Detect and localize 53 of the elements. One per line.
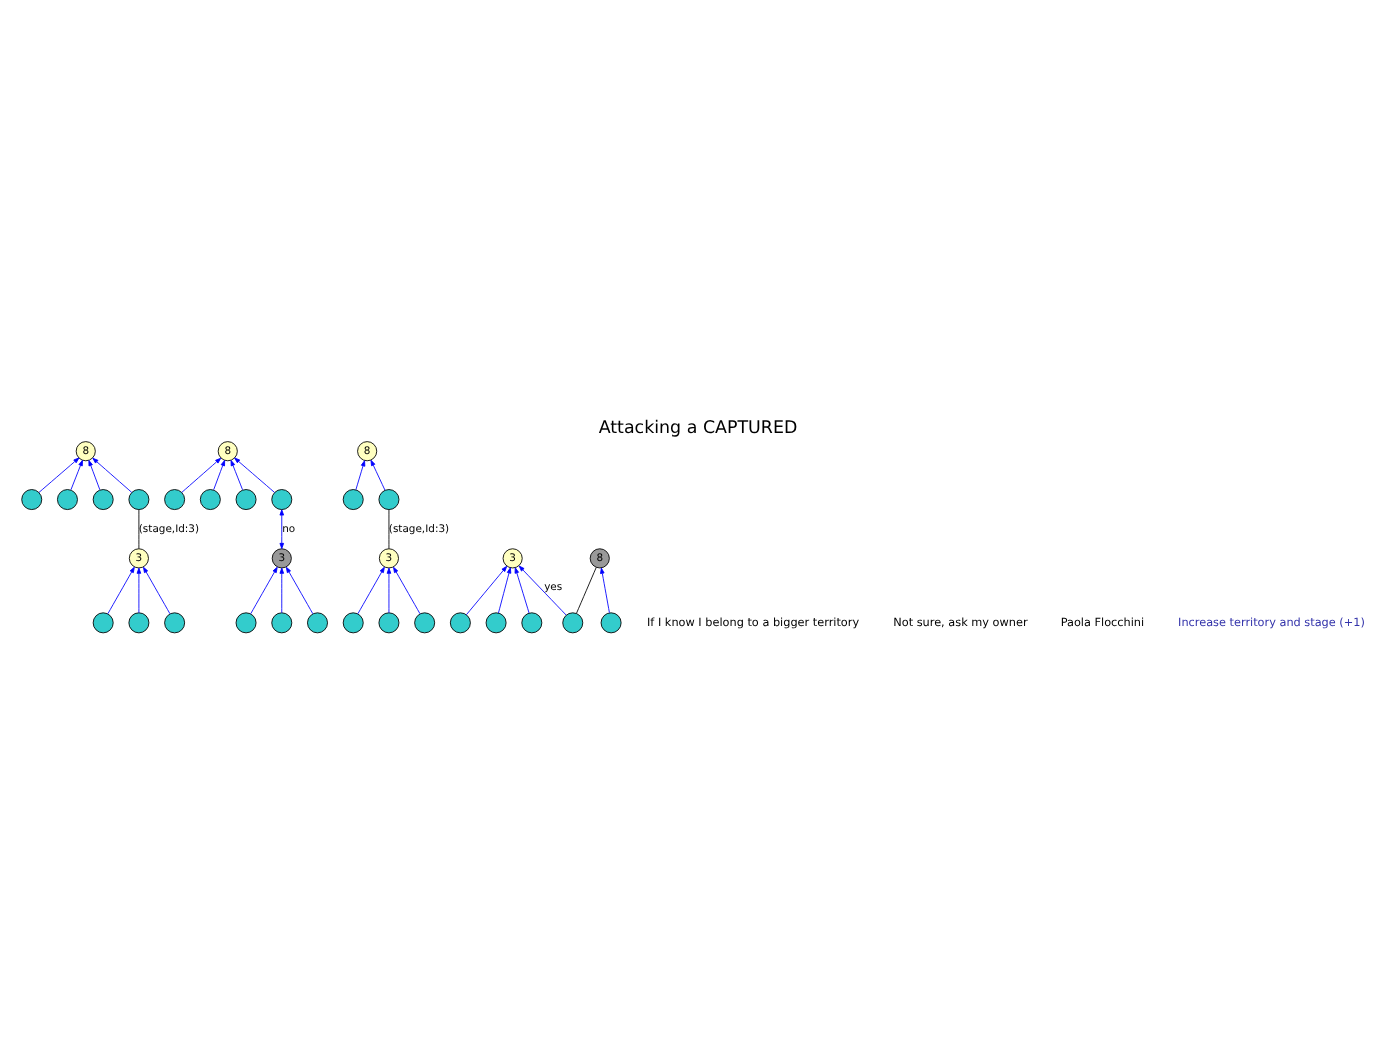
arrow — [250, 565, 278, 614]
node-circle — [521, 611, 543, 633]
node-circle — [235, 488, 257, 509]
connector — [576, 566, 597, 613]
node-circle — [485, 611, 507, 633]
node-circle — [235, 611, 257, 633]
arrow — [107, 565, 135, 614]
node-circle — [57, 488, 78, 509]
node-circle — [271, 611, 293, 633]
arrow — [38, 456, 80, 492]
arrow — [279, 566, 285, 613]
arrow — [230, 458, 243, 490]
node-circle — [378, 611, 400, 633]
arrow — [393, 565, 421, 614]
arrow — [136, 566, 142, 613]
connector — [138, 508, 140, 548]
arrow — [498, 566, 512, 613]
node-circle — [164, 488, 186, 509]
node-circle — [21, 488, 43, 509]
node-circle — [199, 488, 221, 509]
arrow — [88, 458, 101, 490]
connector — [388, 508, 390, 548]
arrow — [279, 508, 285, 548]
node-circle — [271, 488, 293, 509]
arrow — [518, 564, 567, 615]
node-circle — [164, 611, 186, 633]
arrow — [600, 566, 610, 613]
node-circle — [307, 611, 328, 633]
arrow — [92, 456, 133, 492]
arrow — [70, 458, 83, 490]
node-circle — [449, 611, 471, 633]
arrow — [514, 566, 530, 613]
node-circle — [92, 488, 114, 509]
node-circle — [342, 611, 364, 633]
arrow — [357, 565, 385, 614]
node-circle — [600, 611, 622, 633]
arrow — [143, 565, 171, 614]
arrow — [213, 458, 226, 490]
arrow — [370, 458, 386, 490]
node-circle — [378, 488, 400, 509]
node-circle — [92, 611, 114, 633]
arrow — [355, 459, 366, 490]
node-circle — [342, 488, 364, 509]
arrow — [285, 565, 314, 614]
node-circle — [128, 611, 150, 633]
node-circle — [562, 611, 584, 633]
node-circle — [128, 488, 150, 509]
arrow — [465, 564, 508, 615]
arrow — [386, 566, 392, 613]
arrow — [181, 456, 222, 492]
diagram-title: Attacking a CAPTURED — [598, 417, 798, 438]
arrow — [234, 456, 275, 492]
node-circle — [414, 611, 436, 633]
